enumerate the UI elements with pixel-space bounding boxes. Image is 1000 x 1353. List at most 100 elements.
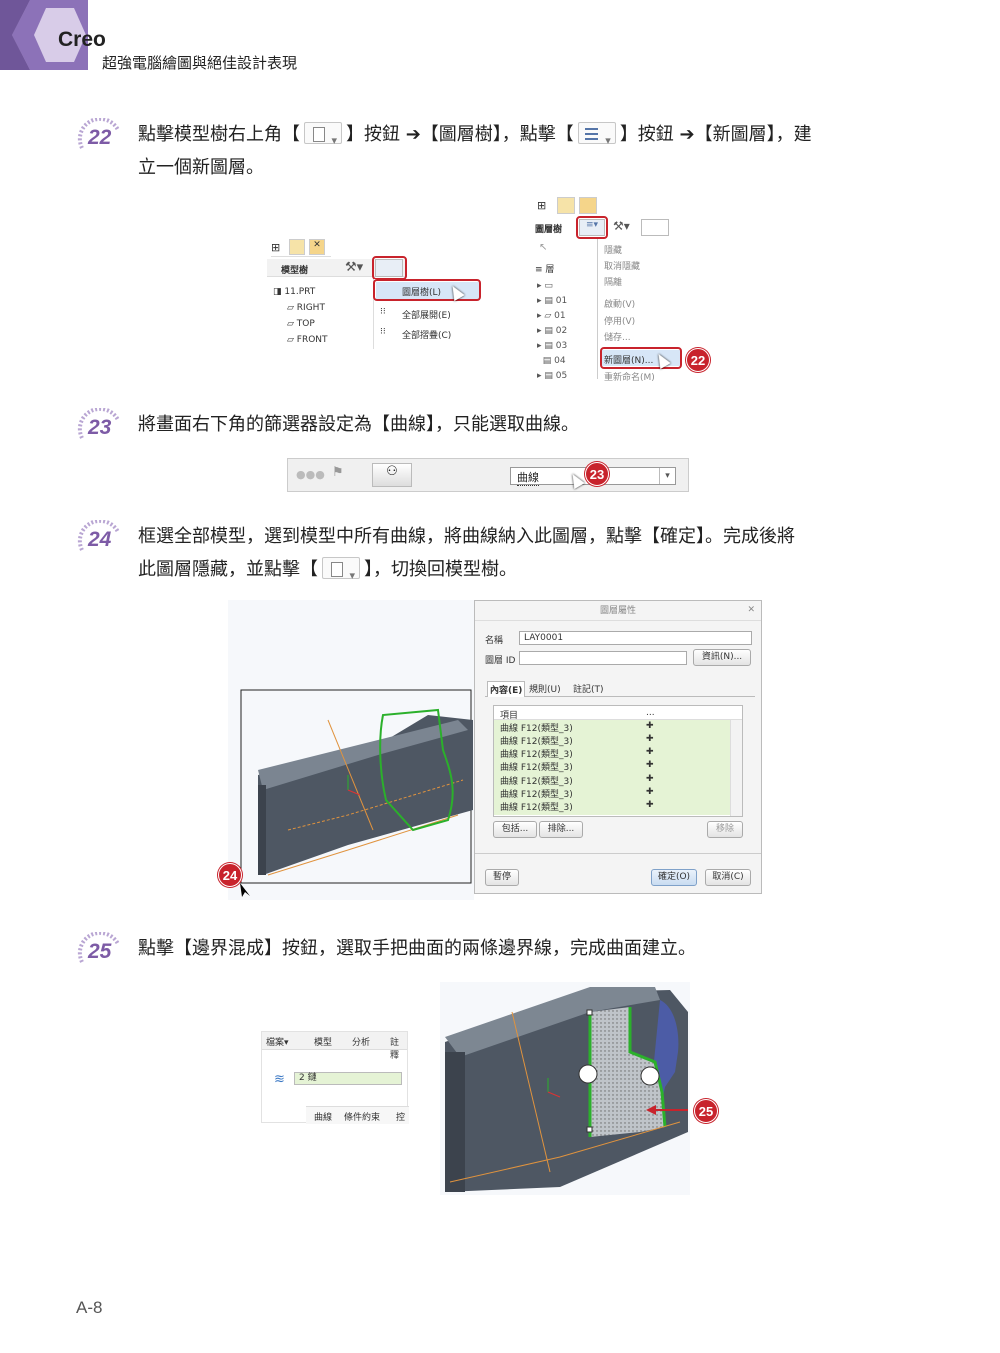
layer-item[interactable]: ▤ 04 — [537, 356, 566, 366]
menu-isolate[interactable]: 隔離 — [604, 278, 623, 288]
flag-icon[interactable]: ⚑ — [332, 465, 344, 480]
ribbon-tabs: 檔案▾ 模型 分析 註釋 — [262, 1032, 407, 1061]
chevron-down-icon[interactable]: ▾ — [659, 468, 675, 484]
dashboard-subtabs: 曲線 條件約束 控 — [306, 1106, 409, 1124]
pause-button[interactable]: 暫停 — [485, 869, 519, 886]
menu-expand-all[interactable]: 全部展開(E) — [402, 311, 451, 321]
step-number-25: 25 — [76, 932, 126, 976]
layer-item[interactable]: ▸ ▤ 05 — [537, 371, 568, 381]
show-menu-button[interactable] — [375, 259, 403, 277]
fig23-status-bar: ●●● ⚑ ⚇ 曲線 ▾ 23 — [287, 458, 689, 492]
table-row[interactable]: 曲線 F12(類型_3)✚ — [500, 800, 654, 813]
settings-icon[interactable]: ⚒▾ — [345, 260, 364, 275]
book-subtitle: 超強電腦繪圖與絕佳設計表現 — [102, 54, 298, 72]
items-rows: 曲線 F12(類型_3)✚ 曲線 F12(類型_3)✚ 曲線 F12(類型_3)… — [494, 720, 730, 815]
select-arrow-icon[interactable]: ↖ — [539, 242, 548, 253]
tree-item-front[interactable]: ▱ FRONT — [287, 335, 328, 345]
tree-tab-icon[interactable]: ⊞ — [271, 241, 281, 254]
cancel-button[interactable]: 取消(C) — [705, 869, 751, 886]
col-more-header: ... — [646, 708, 655, 718]
tree-item-part[interactable]: ◨ 11.PRT — [273, 287, 316, 297]
menu-save[interactable]: 儲存... — [604, 333, 631, 343]
menu-deactivate[interactable]: 停用(V) — [604, 317, 636, 327]
tree-tab-icon-b[interactable]: ⊞ — [537, 199, 547, 212]
tab-rules[interactable]: 規則(U) — [529, 685, 561, 695]
tab-annotate[interactable]: 註釋 — [390, 1038, 400, 1061]
col-item-header: 項目 — [500, 711, 519, 721]
subtab-constraints[interactable]: 條件約束 — [344, 1113, 381, 1123]
menu-hide[interactable]: 隱藏 — [604, 246, 623, 256]
tree-view-icon — [322, 557, 360, 592]
table-row[interactable]: 曲線 F12(類型_3)✚ — [500, 787, 654, 800]
layers-root: ≡ 層 — [535, 265, 555, 275]
table-row[interactable]: 曲線 F12(類型_3)✚ — [500, 721, 654, 734]
fig24-model-viewport: 24 — [218, 600, 474, 900]
table-row[interactable]: 曲線 F12(類型_3)✚ — [500, 774, 654, 787]
include-button[interactable]: 包括... — [493, 821, 537, 838]
layers-icon — [577, 122, 616, 157]
tree-item-top[interactable]: ▱ TOP — [287, 319, 315, 329]
layer-id-input[interactable] — [519, 651, 687, 665]
name-input[interactable]: LAY0001 — [519, 631, 752, 645]
show-button-b[interactable] — [641, 219, 669, 236]
show-dropdown-menu: 圖層樹(L) ⁝⁝ 全部展開(E) ⁝⁝ 全部摺疊(C) — [373, 279, 481, 349]
table-row[interactable]: 曲線 F12(類型_3)✚ — [500, 747, 654, 760]
layer-list: ▸ ▭ ▸ ▤ 01 ▸ ▱ 01 ▸ ▤ 02 ▸ ▤ 03 ▤ 04 ▸ ▤… — [537, 279, 567, 384]
subtab-curves[interactable]: 曲線 — [314, 1113, 333, 1123]
menu-collapse-all[interactable]: 全部摺疊(C) — [402, 331, 452, 341]
layer-button[interactable]: ≡▾ — [579, 219, 605, 236]
menu-new-layer[interactable]: 新圖層(N)... — [604, 356, 654, 366]
brand-title: Creo — [58, 28, 106, 51]
layer-item[interactable]: ▸ ▤ 02 — [537, 326, 568, 336]
step-number-24: 24 — [76, 520, 126, 564]
tab-contents[interactable]: 內容(E) — [487, 681, 526, 697]
layer-dropdown-menu: 隱藏 取消隱藏 隔離 啟動(V) 停用(V) 儲存... 新圖層(N)... 重… — [597, 239, 685, 383]
tree-tabs: ⊞ ✕ — [271, 239, 331, 257]
dialog-tabs: 內容(E) 規則(U) 註記(T) — [485, 679, 755, 697]
tree-header: 模型樹 — [281, 266, 309, 276]
status-dots-icon: ●●● — [296, 468, 325, 481]
info-button[interactable]: 資訊(N)... — [693, 649, 751, 666]
layer-item[interactable]: ▸ ▱ 01 — [537, 311, 566, 321]
filter-value: 曲線 — [517, 471, 539, 486]
find-binoculars-icon[interactable]: ⚇ — [372, 463, 412, 487]
collapse-all-icon: ⁝⁝ — [380, 327, 386, 337]
tab-notes[interactable]: 註記(T) — [573, 685, 604, 695]
tab-analysis[interactable]: 分析 — [352, 1038, 371, 1048]
chain-collector[interactable]: 2 鏈 — [294, 1072, 402, 1085]
dialog-title: 圖層屬性 — [475, 601, 761, 621]
table-scrollbar[interactable] — [730, 720, 742, 816]
header-logo-hexagon — [0, 0, 88, 70]
ok-button[interactable]: 確定(O) — [651, 869, 697, 886]
menu-activate[interactable]: 啟動(V) — [604, 300, 636, 310]
favorites-tab-icon[interactable]: ✕ — [309, 239, 325, 255]
menu-rename[interactable]: 重新命名(M) — [604, 373, 655, 383]
settings-icon-b[interactable]: ⚒▾ — [613, 219, 630, 233]
callout-badge-25: 25 — [694, 1099, 718, 1123]
table-row[interactable]: 曲線 F12(類型_3)✚ — [500, 760, 654, 773]
callout-badge-24: 24 — [218, 863, 242, 887]
callout-badge-22: 22 — [686, 348, 710, 372]
layer-item[interactable]: ▸ ▤ 01 — [537, 296, 568, 306]
menu-unhide[interactable]: 取消隱藏 — [604, 262, 641, 272]
folder-tab-icon[interactable] — [289, 239, 305, 255]
step-number-23: 23 — [76, 408, 126, 452]
items-table: 項目 ... 曲線 F12(類型_3)✚ 曲線 F12(類型_3)✚ 曲線 F1… — [493, 705, 743, 817]
subtab-control[interactable]: 控 — [396, 1113, 406, 1123]
exclude-button[interactable]: 排除... — [539, 821, 583, 838]
fig25-boundary-blend-dashboard: 檔案▾ 模型 分析 註釋 ≋ 2 鏈 曲線 條件約束 控 — [261, 1031, 409, 1124]
favorites-tab-icon-b[interactable] — [579, 197, 597, 214]
callout-badge-23: 23 — [585, 462, 609, 486]
tab-model[interactable]: 模型 — [314, 1038, 333, 1048]
fig25-surface-viewport: 25 — [440, 982, 718, 1195]
remove-button[interactable]: 移除 — [707, 821, 743, 838]
tab-file[interactable]: 檔案▾ — [266, 1038, 289, 1048]
layer-item[interactable]: ▸ ▤ 03 — [537, 341, 568, 351]
expand-all-icon: ⁝⁝ — [380, 307, 386, 317]
folder-tab-icon-b[interactable] — [557, 197, 575, 214]
table-row[interactable]: 曲線 F12(類型_3)✚ — [500, 734, 654, 747]
menu-layer-tree[interactable]: 圖層樹(L) — [402, 288, 442, 298]
close-icon[interactable]: ✕ — [747, 605, 755, 615]
boundary-blend-icon: ≋ — [274, 1072, 285, 1087]
tree-item-right[interactable]: ▱ RIGHT — [287, 303, 325, 313]
